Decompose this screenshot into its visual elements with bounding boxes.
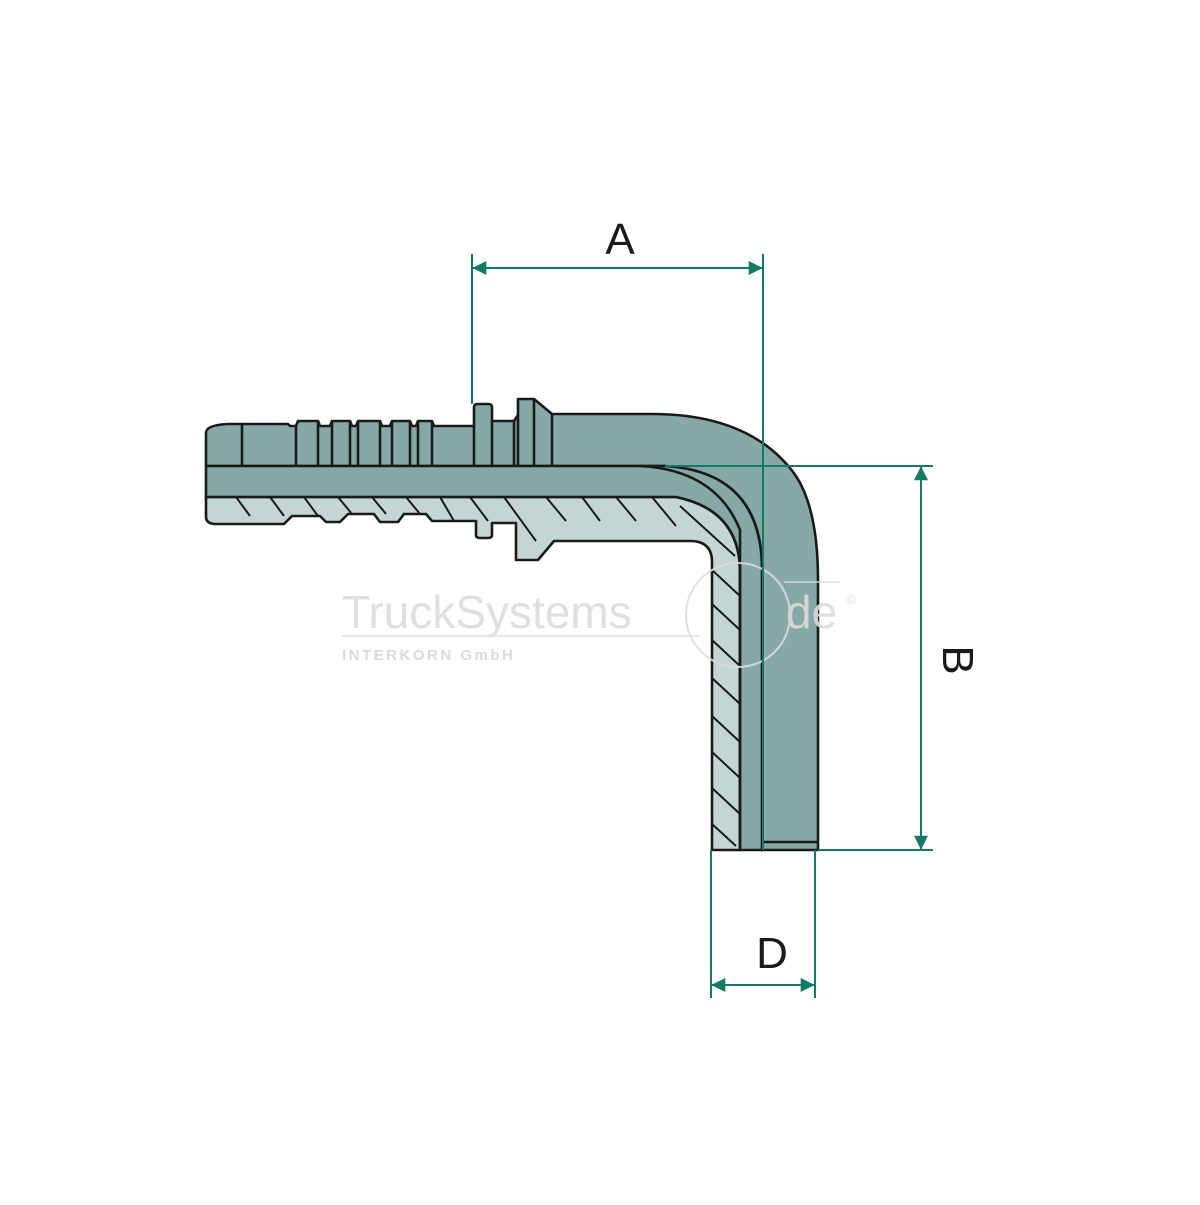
dim-b-label: B [933, 645, 982, 674]
dimension-lines [471, 254, 933, 998]
section-cut-area [204, 495, 742, 852]
fitting-body [204, 397, 820, 852]
watermark-company: INTERKORN GmbH [342, 647, 515, 664]
tail-rib-lines [240, 399, 554, 466]
globe-logo-icon [685, 562, 791, 668]
bend-inner-line [639, 464, 742, 850]
dim-d-label: D [756, 929, 788, 978]
watermark: TruckSystems de © INTERKORN GmbH [342, 562, 856, 668]
watermark-copyright: © [846, 592, 856, 607]
dim-a-label: A [605, 215, 635, 264]
watermark-brand: TruckSystems [342, 586, 632, 638]
watermark-domain: de [786, 586, 837, 638]
section-hatching [235, 496, 741, 847]
